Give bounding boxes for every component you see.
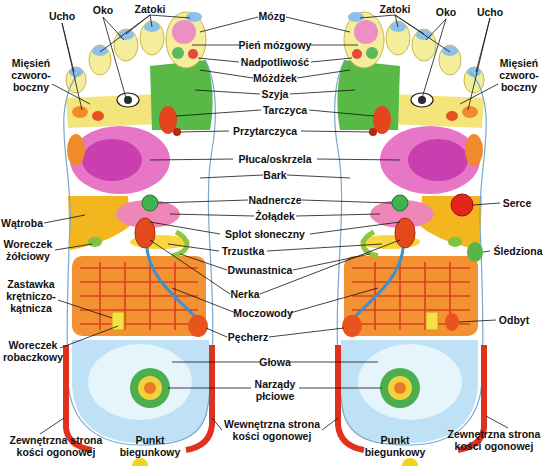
organ-label: Mózg <box>259 10 286 22</box>
left-foot <box>64 12 216 466</box>
organ-label: Zatoki <box>135 3 166 15</box>
organ-label: Zewnętrzna strona kości ogonowej <box>441 428 547 452</box>
organ-label: Móżdżek <box>253 72 297 84</box>
organ-label: Mięsień czworo- boczny <box>491 57 547 93</box>
heart-zone <box>451 194 473 216</box>
organ-label: Zastawka krętniczo- kątnicza <box>0 278 62 314</box>
organ-label: Żołądek <box>255 210 295 222</box>
organ-label: Tarczyca <box>263 104 307 116</box>
organ-label: Bark <box>263 169 286 181</box>
organ-label: Dwunastnica <box>228 264 293 276</box>
organ-label: Zatoki <box>380 3 411 15</box>
organ-label: Ucho <box>49 10 75 22</box>
organ-label: Trzustka <box>222 245 265 257</box>
rectum-zone <box>445 313 459 331</box>
organ-label: Mięsień czworo- boczny <box>3 57 59 93</box>
organ-label: Oko <box>436 6 456 18</box>
organ-label: Zewnętrzna strona kości ogonowej <box>3 434 109 458</box>
spleen-zone <box>467 242 483 262</box>
organ-label: Serce <box>503 197 532 209</box>
organ-label: Ucho <box>477 6 503 18</box>
organ-label: Pień mózgowy <box>239 39 312 51</box>
organ-label: Wątroba <box>1 217 43 229</box>
organ-label: Głowa <box>259 356 291 368</box>
organ-label: Wewnętrzna strona kości ogonowej <box>219 418 325 442</box>
organ-label: Moczowody <box>233 307 293 319</box>
organ-label: Narządy płciowe <box>248 378 302 402</box>
organ-label: Przytarczyca <box>233 125 297 137</box>
organ-label: Nadnercze <box>248 194 301 206</box>
organ-label: Oko <box>93 4 113 16</box>
organ-label: Punkt biegunkowy <box>358 434 432 458</box>
organ-label: Splot słoneczny <box>225 228 305 240</box>
leader-lines <box>40 15 508 434</box>
organ-label: Punkt biegunkowy <box>113 434 187 458</box>
right-foot <box>335 12 487 466</box>
organ-label: Śledziona <box>493 245 542 257</box>
organ-label: Woreczek robaczkowy <box>0 339 67 363</box>
organ-label: Odbyt <box>499 314 529 326</box>
organ-label: Nerka <box>230 288 259 300</box>
organ-label: Pęcherz <box>228 331 268 343</box>
organ-label: Szyja <box>262 88 289 100</box>
organ-label: Płuca/oskrzela <box>239 153 312 165</box>
organ-label: Woreczek żółciowy <box>0 238 57 262</box>
organ-label: Nadpotliwość <box>241 56 309 68</box>
